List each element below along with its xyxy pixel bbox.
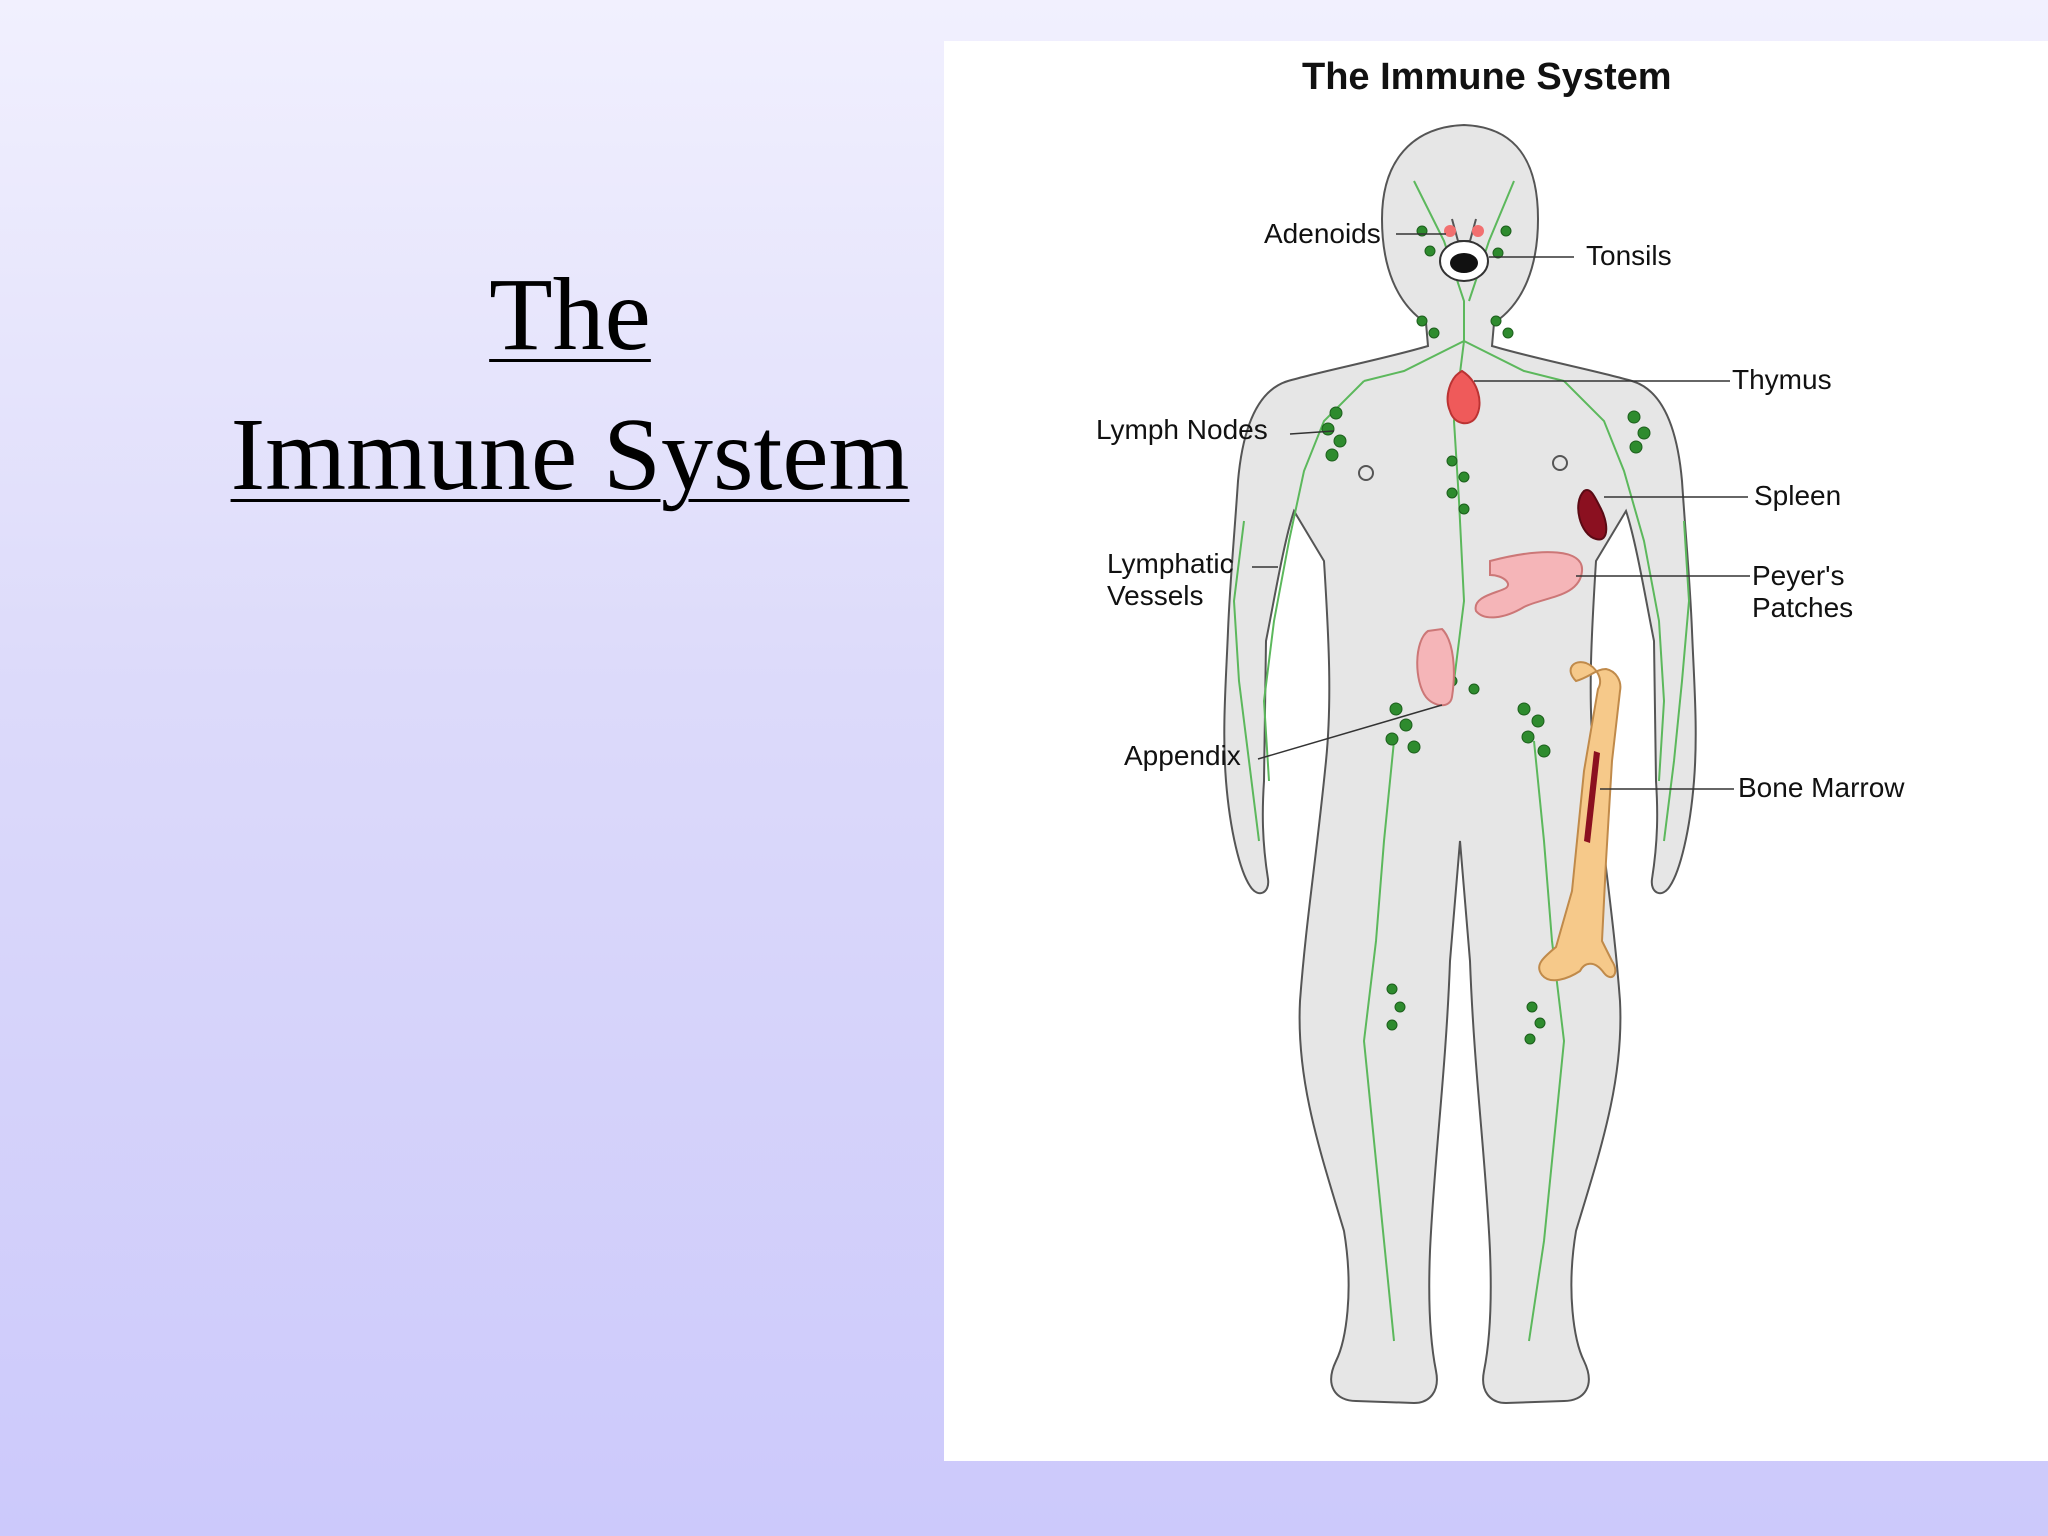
label-lymphatic-vessels-line2: Vessels (1107, 580, 1204, 611)
label-lymph-nodes: Lymph Nodes (1096, 414, 1268, 445)
label-peyers-patches-line2: Patches (1752, 592, 1853, 623)
immune-system-diagram: The Immune System (1096, 56, 1905, 1405)
slide-title: The Immune System (170, 245, 970, 525)
femur-bone (1538, 661, 1622, 982)
peyers-patches-intestine (1474, 551, 1584, 619)
bone-marrow (1584, 751, 1600, 843)
figure-title: The Immune System (1302, 56, 1672, 98)
face (1439, 218, 1489, 282)
label-spleen: Spleen (1754, 480, 1841, 511)
label-adenoids: Adenoids (1264, 218, 1381, 249)
label-bone-marrow: Bone Marrow (1738, 772, 1905, 803)
slide-title-line-2: Immune System (230, 397, 910, 512)
label-appendix: Appendix (1124, 740, 1241, 771)
label-tonsils: Tonsils (1586, 240, 1672, 271)
label-peyers-patches-line1: Peyer's (1752, 560, 1845, 591)
label-lymphatic-vessels-line1: Lymphatic (1107, 548, 1234, 579)
nipple-left (1358, 465, 1374, 481)
appendix (1416, 627, 1455, 707)
thymus (1446, 369, 1481, 425)
immune-system-figure: The Immune System (944, 41, 2048, 1461)
body-silhouette (1223, 123, 1697, 1405)
leader-lines (1252, 233, 1750, 790)
slide-title-line-1: The (489, 257, 651, 372)
nipple-right (1552, 455, 1568, 471)
label-thymus: Thymus (1732, 364, 1832, 395)
spleen (1577, 489, 1608, 541)
